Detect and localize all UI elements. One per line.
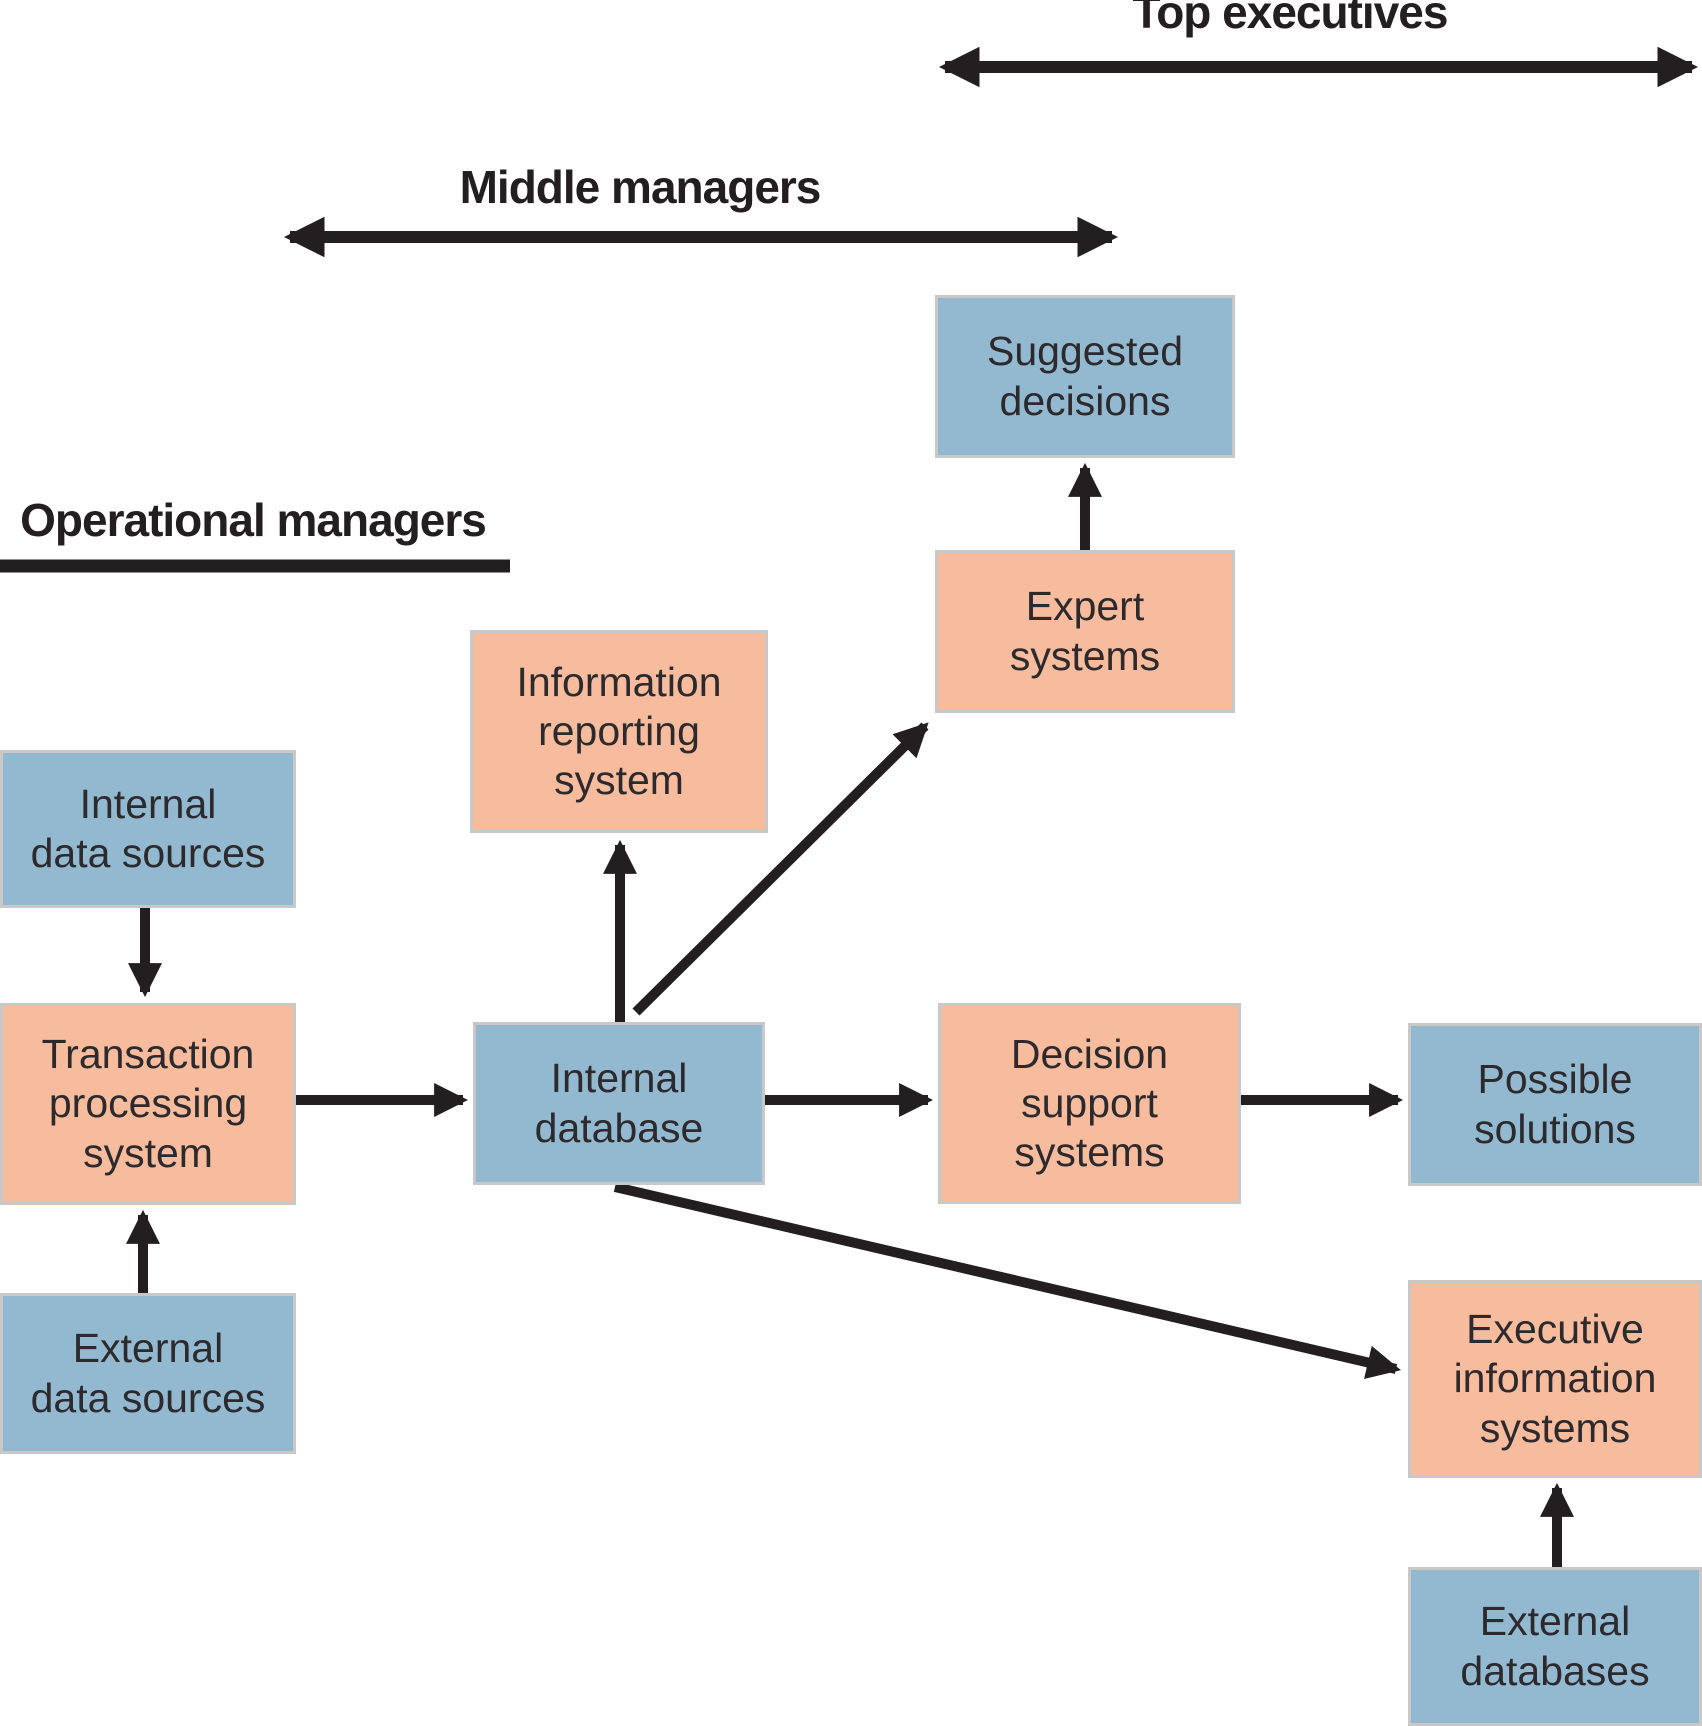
- box-information-reporting-system: Information reporting system: [470, 630, 768, 833]
- tier-label-operational-managers: Operational managers: [20, 494, 487, 546]
- box-external-data-sources: External data sources: [0, 1293, 296, 1454]
- arrow-internal-database-to-executive-information: [613, 1182, 1401, 1379]
- box-decision-support-systems: Decision support systems: [938, 1003, 1241, 1204]
- box-expert-systems: Expert systems: [935, 550, 1235, 713]
- box-internal-database: Internal database: [473, 1022, 765, 1185]
- tier-label-top-executives: Top executives: [1132, 0, 1449, 38]
- box-internal-data-sources: Internal data sources: [0, 750, 296, 908]
- tier-label-middle-managers: Middle managers: [459, 161, 822, 213]
- arrow-internal-database-to-expert-systems: [632, 722, 929, 1016]
- box-transaction-processing-system: Transaction processing system: [0, 1003, 296, 1205]
- box-executive-information-systems: Executive information systems: [1408, 1280, 1702, 1478]
- box-external-databases: External databases: [1408, 1567, 1702, 1726]
- box-suggested-decisions: Suggested decisions: [935, 295, 1235, 458]
- box-possible-solutions: Possible solutions: [1408, 1023, 1702, 1186]
